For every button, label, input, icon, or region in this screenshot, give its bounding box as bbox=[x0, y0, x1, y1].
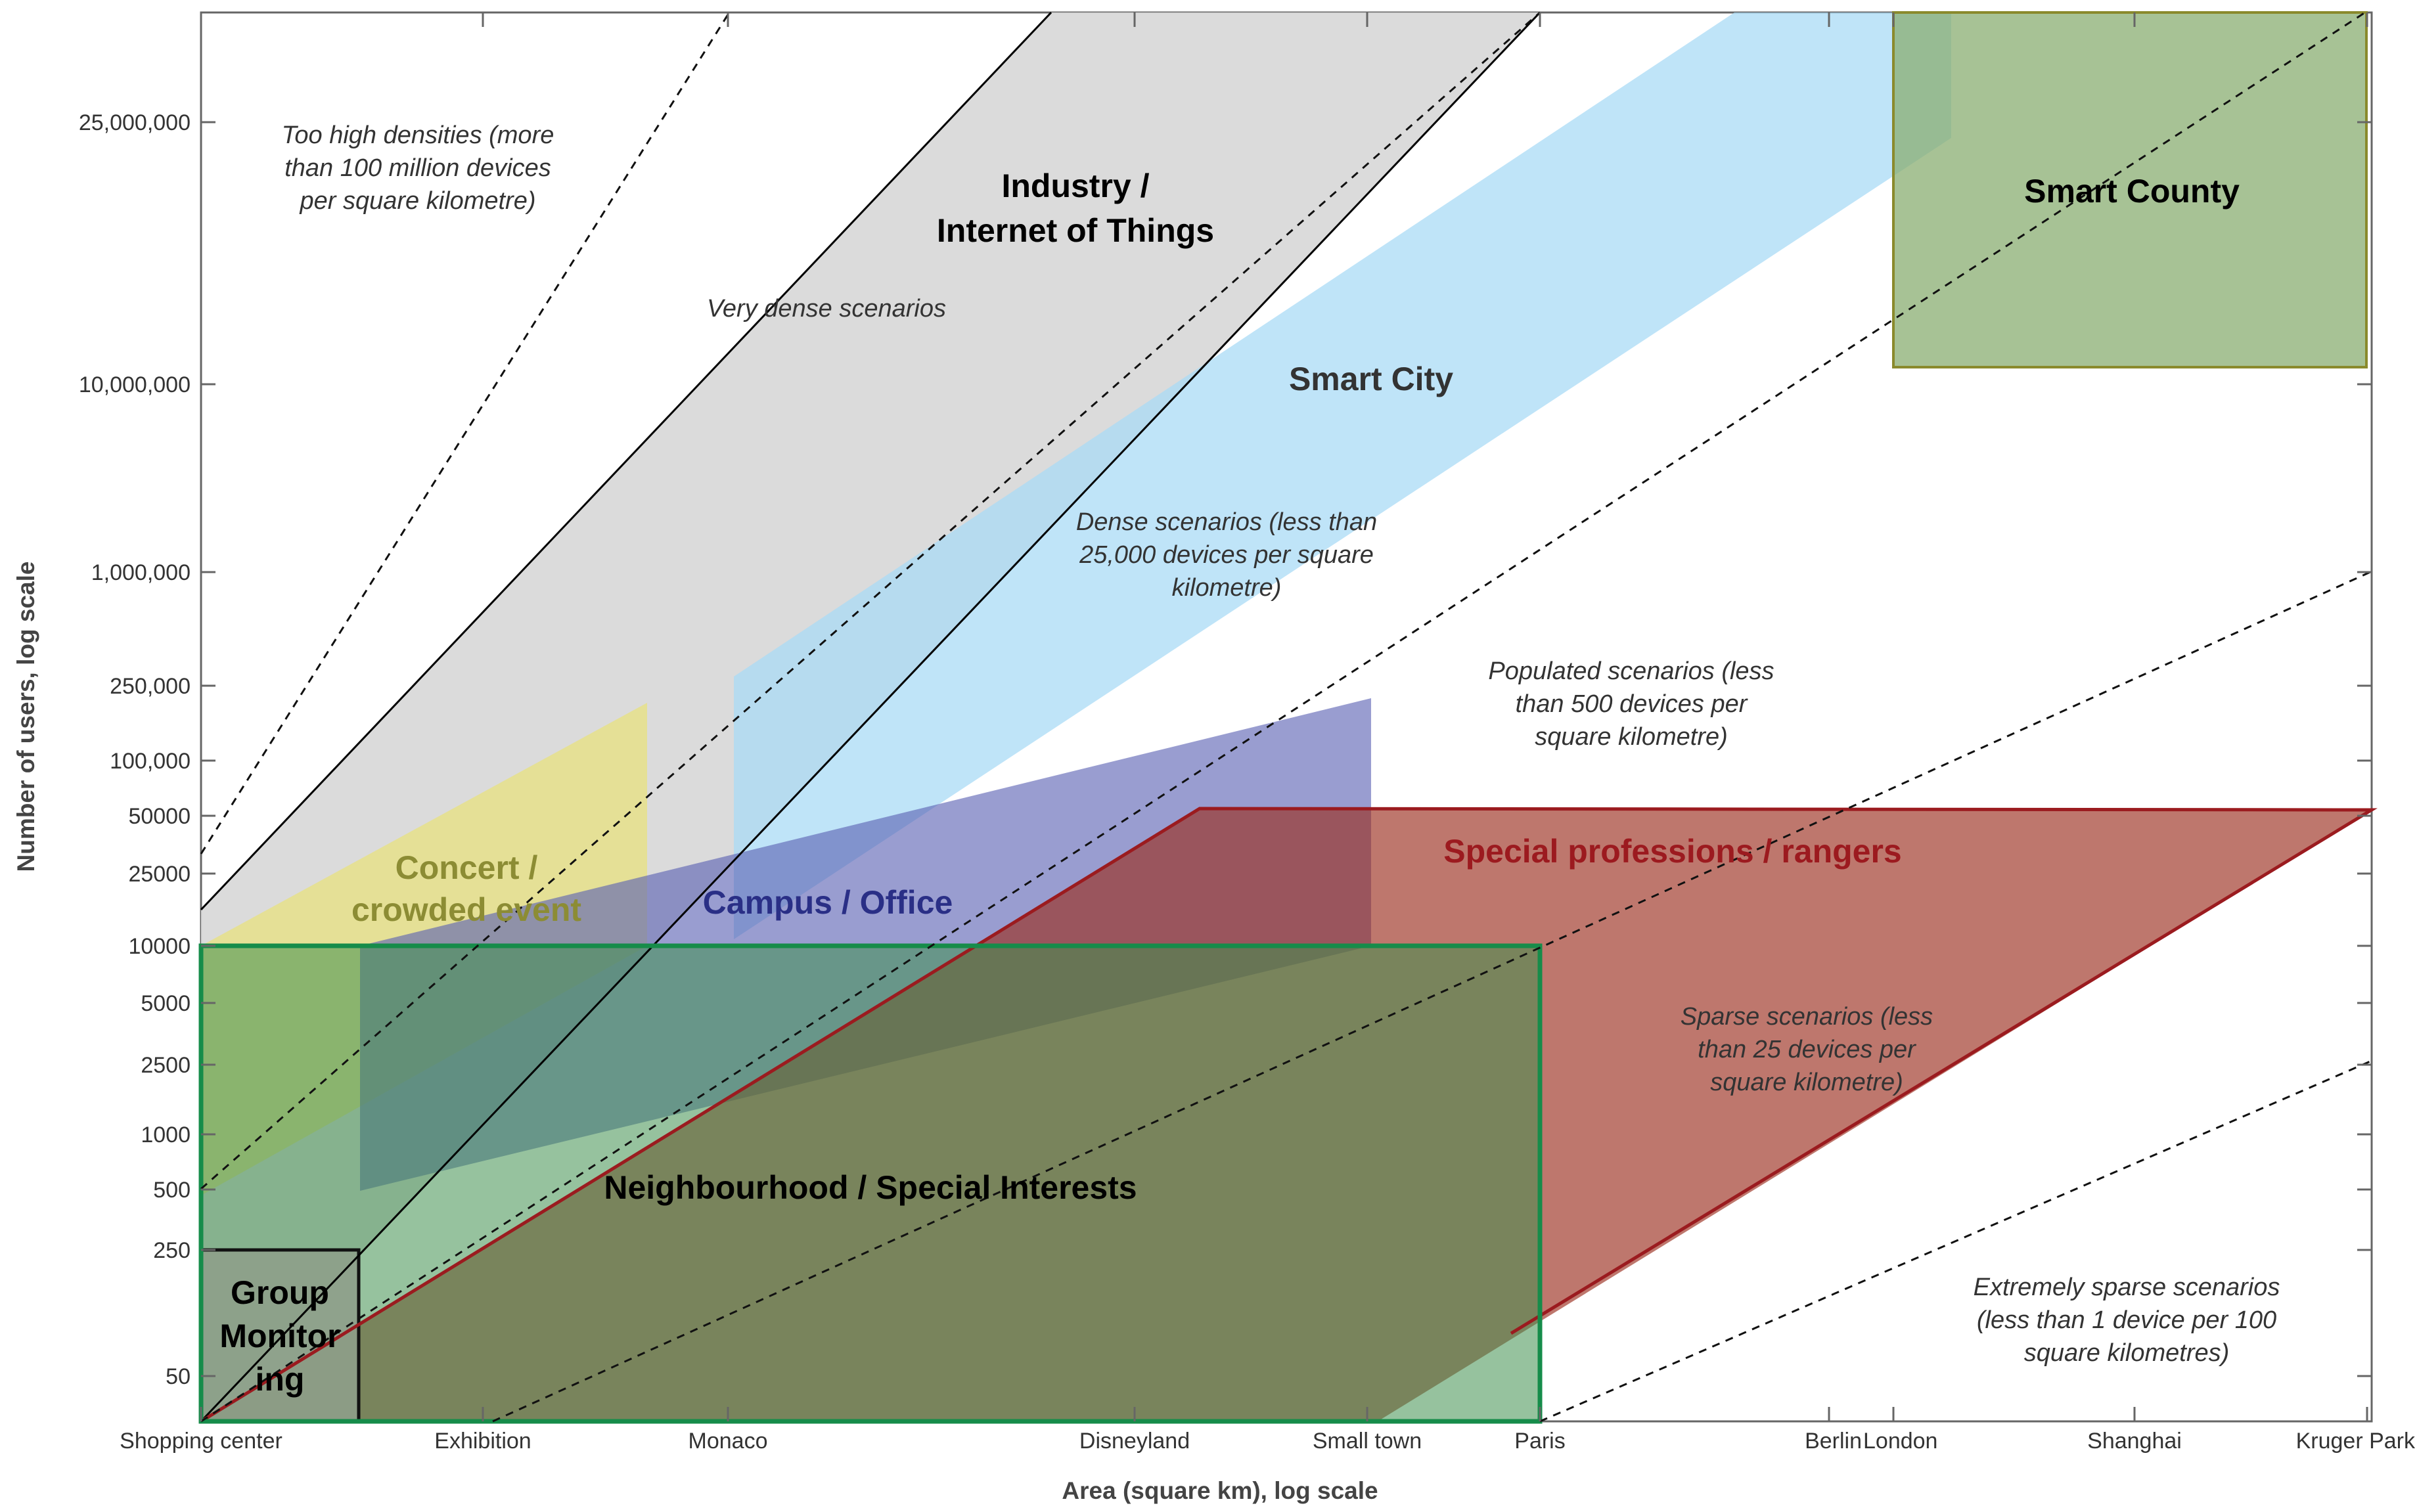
y-tick-label: 10000 bbox=[128, 934, 191, 959]
x-tick-label: Berlin bbox=[1805, 1429, 1862, 1454]
x-tick-labels: Shopping center Exhibition Monaco Disneylan… bbox=[120, 1429, 2416, 1454]
x-tick-label: London bbox=[1863, 1429, 1937, 1454]
x-tick-label: Small town bbox=[1313, 1429, 1422, 1454]
y-tick-label: 10,000,000 bbox=[79, 372, 191, 397]
y-tick-label: 500 bbox=[153, 1178, 191, 1203]
region-label: Smart City bbox=[1289, 361, 1453, 397]
region-smart-city bbox=[734, 12, 1951, 939]
x-tick-label: Monaco bbox=[689, 1429, 768, 1454]
density-line-0-01 bbox=[1539, 1059, 2372, 1423]
density-note: Extremely sparse scenarios(less than 1 d… bbox=[1974, 1274, 2280, 1367]
y-tick-label: 50 bbox=[166, 1364, 191, 1389]
x-tick-label: Exhibition bbox=[434, 1429, 531, 1454]
y-tick-label: 25,000,000 bbox=[79, 110, 191, 135]
y-axis-ticks bbox=[201, 121, 2372, 1377]
x-axis-ticks bbox=[200, 12, 2368, 1421]
y-tick-label: 100,000 bbox=[110, 749, 191, 774]
x-tick-label: Kruger Park bbox=[2296, 1429, 2416, 1454]
y-axis-title: Number of users, log scale bbox=[12, 562, 39, 872]
region-label: Neighbourhood / Special Interests bbox=[604, 1169, 1137, 1206]
y-tick-label: 250,000 bbox=[110, 674, 191, 699]
x-tick-label: Disneyland bbox=[1079, 1429, 1190, 1454]
density-note: Very dense scenarios bbox=[707, 295, 946, 322]
region-neighbourhood bbox=[201, 946, 1540, 1421]
y-tick-label: 50000 bbox=[128, 804, 191, 829]
region-label: Special professions / rangers bbox=[1443, 833, 1902, 870]
region-label: Industry /Internet of Things bbox=[937, 167, 1214, 249]
density-boundaries bbox=[200, 11, 2372, 1423]
region-label: Smart County bbox=[2024, 173, 2240, 210]
y-tick-label: 1000 bbox=[141, 1123, 191, 1147]
region-smart-county bbox=[1892, 11, 2368, 368]
region-label: Campus / Office bbox=[703, 884, 953, 921]
x-tick-label: Shanghai bbox=[2087, 1429, 2182, 1454]
x-axis-title: Area (square km), log scale bbox=[1062, 1477, 1378, 1504]
density-line-100m bbox=[200, 12, 731, 855]
y-tick-label: 1,000,000 bbox=[91, 560, 191, 585]
region-outlines bbox=[198, 11, 2378, 1424]
density-line-500 bbox=[200, 11, 2366, 1423]
y-tick-label: 250 bbox=[153, 1238, 191, 1263]
x-tick-label: Paris bbox=[1514, 1429, 1565, 1454]
y-tick-label: 5000 bbox=[141, 991, 191, 1016]
y-tick-label: 2500 bbox=[141, 1053, 191, 1078]
y-tick-labels: 50 250 500 1000 2500 5000 10000 25000 50000 100,0… bbox=[79, 110, 191, 1389]
region-label: Concert /crowded event bbox=[351, 849, 581, 928]
x-tick-label: Shopping center bbox=[120, 1429, 282, 1454]
y-tick-label: 25000 bbox=[128, 862, 191, 887]
density-line-25 bbox=[492, 570, 2372, 1423]
